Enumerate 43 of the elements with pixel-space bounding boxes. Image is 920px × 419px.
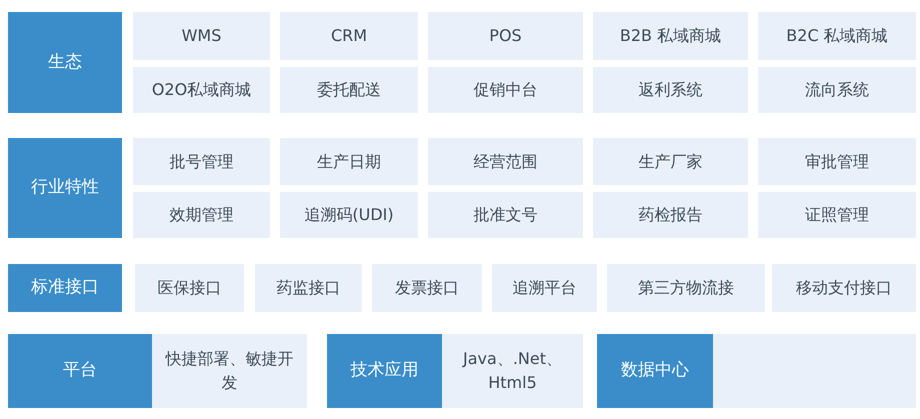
tile-text: 返利系统 bbox=[638, 79, 702, 101]
tile-text: 批准文号 bbox=[474, 204, 538, 226]
tile-text: 移动支付接口 bbox=[796, 277, 892, 299]
tile-text: 委托配送 bbox=[317, 79, 381, 101]
tile-text: Java、.Net、Html5 bbox=[461, 348, 563, 394]
tile-text: 流向系统 bbox=[805, 79, 869, 101]
tile-text: WMS bbox=[182, 25, 222, 47]
tile-text: CRM bbox=[330, 25, 368, 47]
tile-text: 证照管理 bbox=[805, 204, 869, 226]
category-header bbox=[8, 138, 122, 238]
tile-text: 生产日期 bbox=[317, 150, 381, 172]
tile-text: 追溯码(UDI) bbox=[304, 204, 394, 226]
category-header bbox=[8, 264, 122, 312]
tile-text: 发票接口 bbox=[395, 277, 459, 299]
tile-text: 审批管理 bbox=[805, 150, 869, 172]
tile-text: 平台 bbox=[63, 359, 97, 382]
tile-text: 第三方物流接 bbox=[638, 277, 734, 299]
tile-text: O2O私域商城 bbox=[152, 79, 252, 101]
tile-text: POS bbox=[489, 25, 522, 47]
tile-text: 生产厂家 bbox=[638, 150, 702, 172]
category-header bbox=[327, 334, 442, 408]
tile-text: 数据中心 bbox=[621, 359, 689, 382]
feature-tile bbox=[152, 334, 307, 408]
tile-text: 快捷部署、敏捷开发 bbox=[164, 348, 294, 394]
tile-text: 效期管理 bbox=[170, 204, 234, 226]
tile-text: 行业特性 bbox=[31, 176, 99, 200]
feature-tile bbox=[442, 334, 583, 408]
category-header bbox=[8, 12, 122, 113]
tile-text: 生态 bbox=[48, 50, 82, 74]
tile-text: 药检报告 bbox=[638, 204, 702, 226]
tile-text: 促销中台 bbox=[474, 79, 538, 101]
tile-text: 追溯平台 bbox=[512, 277, 576, 299]
tile-text: 批号管理 bbox=[170, 150, 234, 172]
tile-text: B2C 私域商城 bbox=[786, 25, 888, 47]
feature-tile bbox=[713, 334, 916, 408]
tile-text: 经营范围 bbox=[474, 150, 538, 172]
tile-text: B2B 私域商城 bbox=[620, 25, 722, 47]
tile-text: 医保接口 bbox=[158, 277, 222, 299]
tile-text: 标准接口 bbox=[31, 276, 99, 300]
category-header bbox=[8, 334, 152, 408]
category-header bbox=[597, 334, 713, 408]
tile-text: 药监接口 bbox=[276, 277, 340, 299]
tile-text: 技术应用 bbox=[350, 359, 418, 382]
